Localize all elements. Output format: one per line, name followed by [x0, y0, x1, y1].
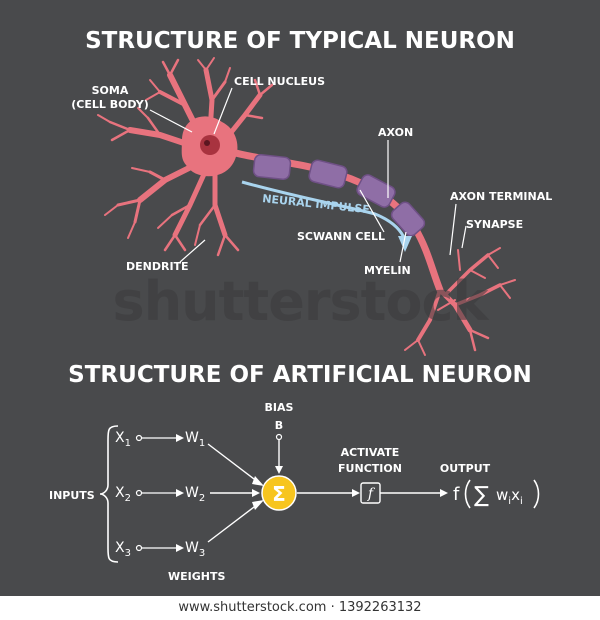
label-schwann-cell: SCWANN CELL — [297, 230, 385, 243]
footer-bar: www.shutterstock.com · 1392263132 — [0, 596, 600, 620]
formula-f: f — [453, 484, 460, 505]
input-x3: X3 — [115, 540, 131, 559]
watermark-text: shutterstock — [113, 270, 490, 333]
myelin-sheaths — [252, 154, 426, 237]
input-x2: X2 — [115, 485, 131, 504]
label-weights: WEIGHTS — [168, 570, 225, 583]
diagram-svg: STRUCTURE OF TYPICAL NEURON — [49, 28, 552, 583]
label-cell-nucleus: CELL NUCLEUS — [234, 75, 325, 88]
label-axon: AXON — [378, 126, 413, 139]
bias-arrowhead — [275, 466, 283, 474]
input-node-1 — [135, 434, 143, 442]
activation-to-output-arrowhead — [440, 489, 448, 497]
weight-w2: W2 — [185, 485, 205, 504]
label-soma: SOMA — [92, 84, 129, 97]
input-row-3: X3 W3 — [115, 540, 205, 559]
input-row-2: X2 W2 — [115, 485, 205, 504]
title-artificial: STRUCTURE OF ARTIFICIAL NEURON — [68, 362, 532, 388]
formula-sigma: ∑ — [474, 483, 489, 508]
summation-symbol: Σ — [272, 482, 286, 506]
diagram-canvas: STRUCTURE OF TYPICAL NEURON — [0, 0, 600, 596]
label-axon-terminal: AXON TERMINAL — [450, 190, 552, 203]
neural-impulse-arrow — [241, 180, 407, 241]
weight-w1: W1 — [185, 430, 205, 449]
bias-node — [275, 433, 283, 441]
output-formula: f ∑ wixi — [453, 479, 540, 509]
label-inputs: INPUTS — [49, 489, 95, 502]
label-activate: ACTIVATE — [341, 446, 400, 459]
inputs-bracket — [99, 425, 119, 563]
weight-arrows — [207, 443, 264, 543]
activation-symbol: f — [367, 486, 376, 502]
label-cell-body: (CELL BODY) — [71, 98, 149, 111]
footer-text: www.shutterstock.com · 1392263132 — [178, 600, 422, 615]
title-biological: STRUCTURE OF TYPICAL NEURON — [85, 28, 515, 54]
axon-terminal-branches — [404, 247, 516, 356]
input-node-2 — [135, 489, 143, 497]
formula-open-paren — [464, 479, 471, 509]
cell-nucleolus — [204, 140, 210, 146]
formula-wi-xi: wixi — [496, 486, 523, 507]
summation-node — [261, 475, 297, 511]
input-x1: X1 — [115, 430, 131, 449]
label-synapse: SYNAPSE — [466, 218, 523, 231]
label-bias-b: B — [275, 419, 283, 432]
formula-close-paren — [533, 479, 540, 509]
label-output: OUTPUT — [440, 462, 491, 475]
neural-impulse-label: NEURAL IMPULSE — [262, 192, 371, 216]
input-node-3 — [135, 544, 143, 552]
sum-to-activation-arrowhead — [352, 489, 360, 497]
input-row-1: X1 W1 — [115, 430, 205, 449]
label-myelin: MYELIN — [364, 264, 411, 277]
label-bias: BIAS — [265, 401, 294, 414]
weight-w3: W3 — [185, 540, 205, 559]
label-dendrite: DENDRITE — [126, 260, 189, 273]
label-function: FUNCTION — [338, 462, 402, 475]
neural-impulse-arrowhead — [398, 236, 412, 252]
cell-nucleus — [200, 135, 220, 155]
leader-lines — [149, 87, 467, 263]
